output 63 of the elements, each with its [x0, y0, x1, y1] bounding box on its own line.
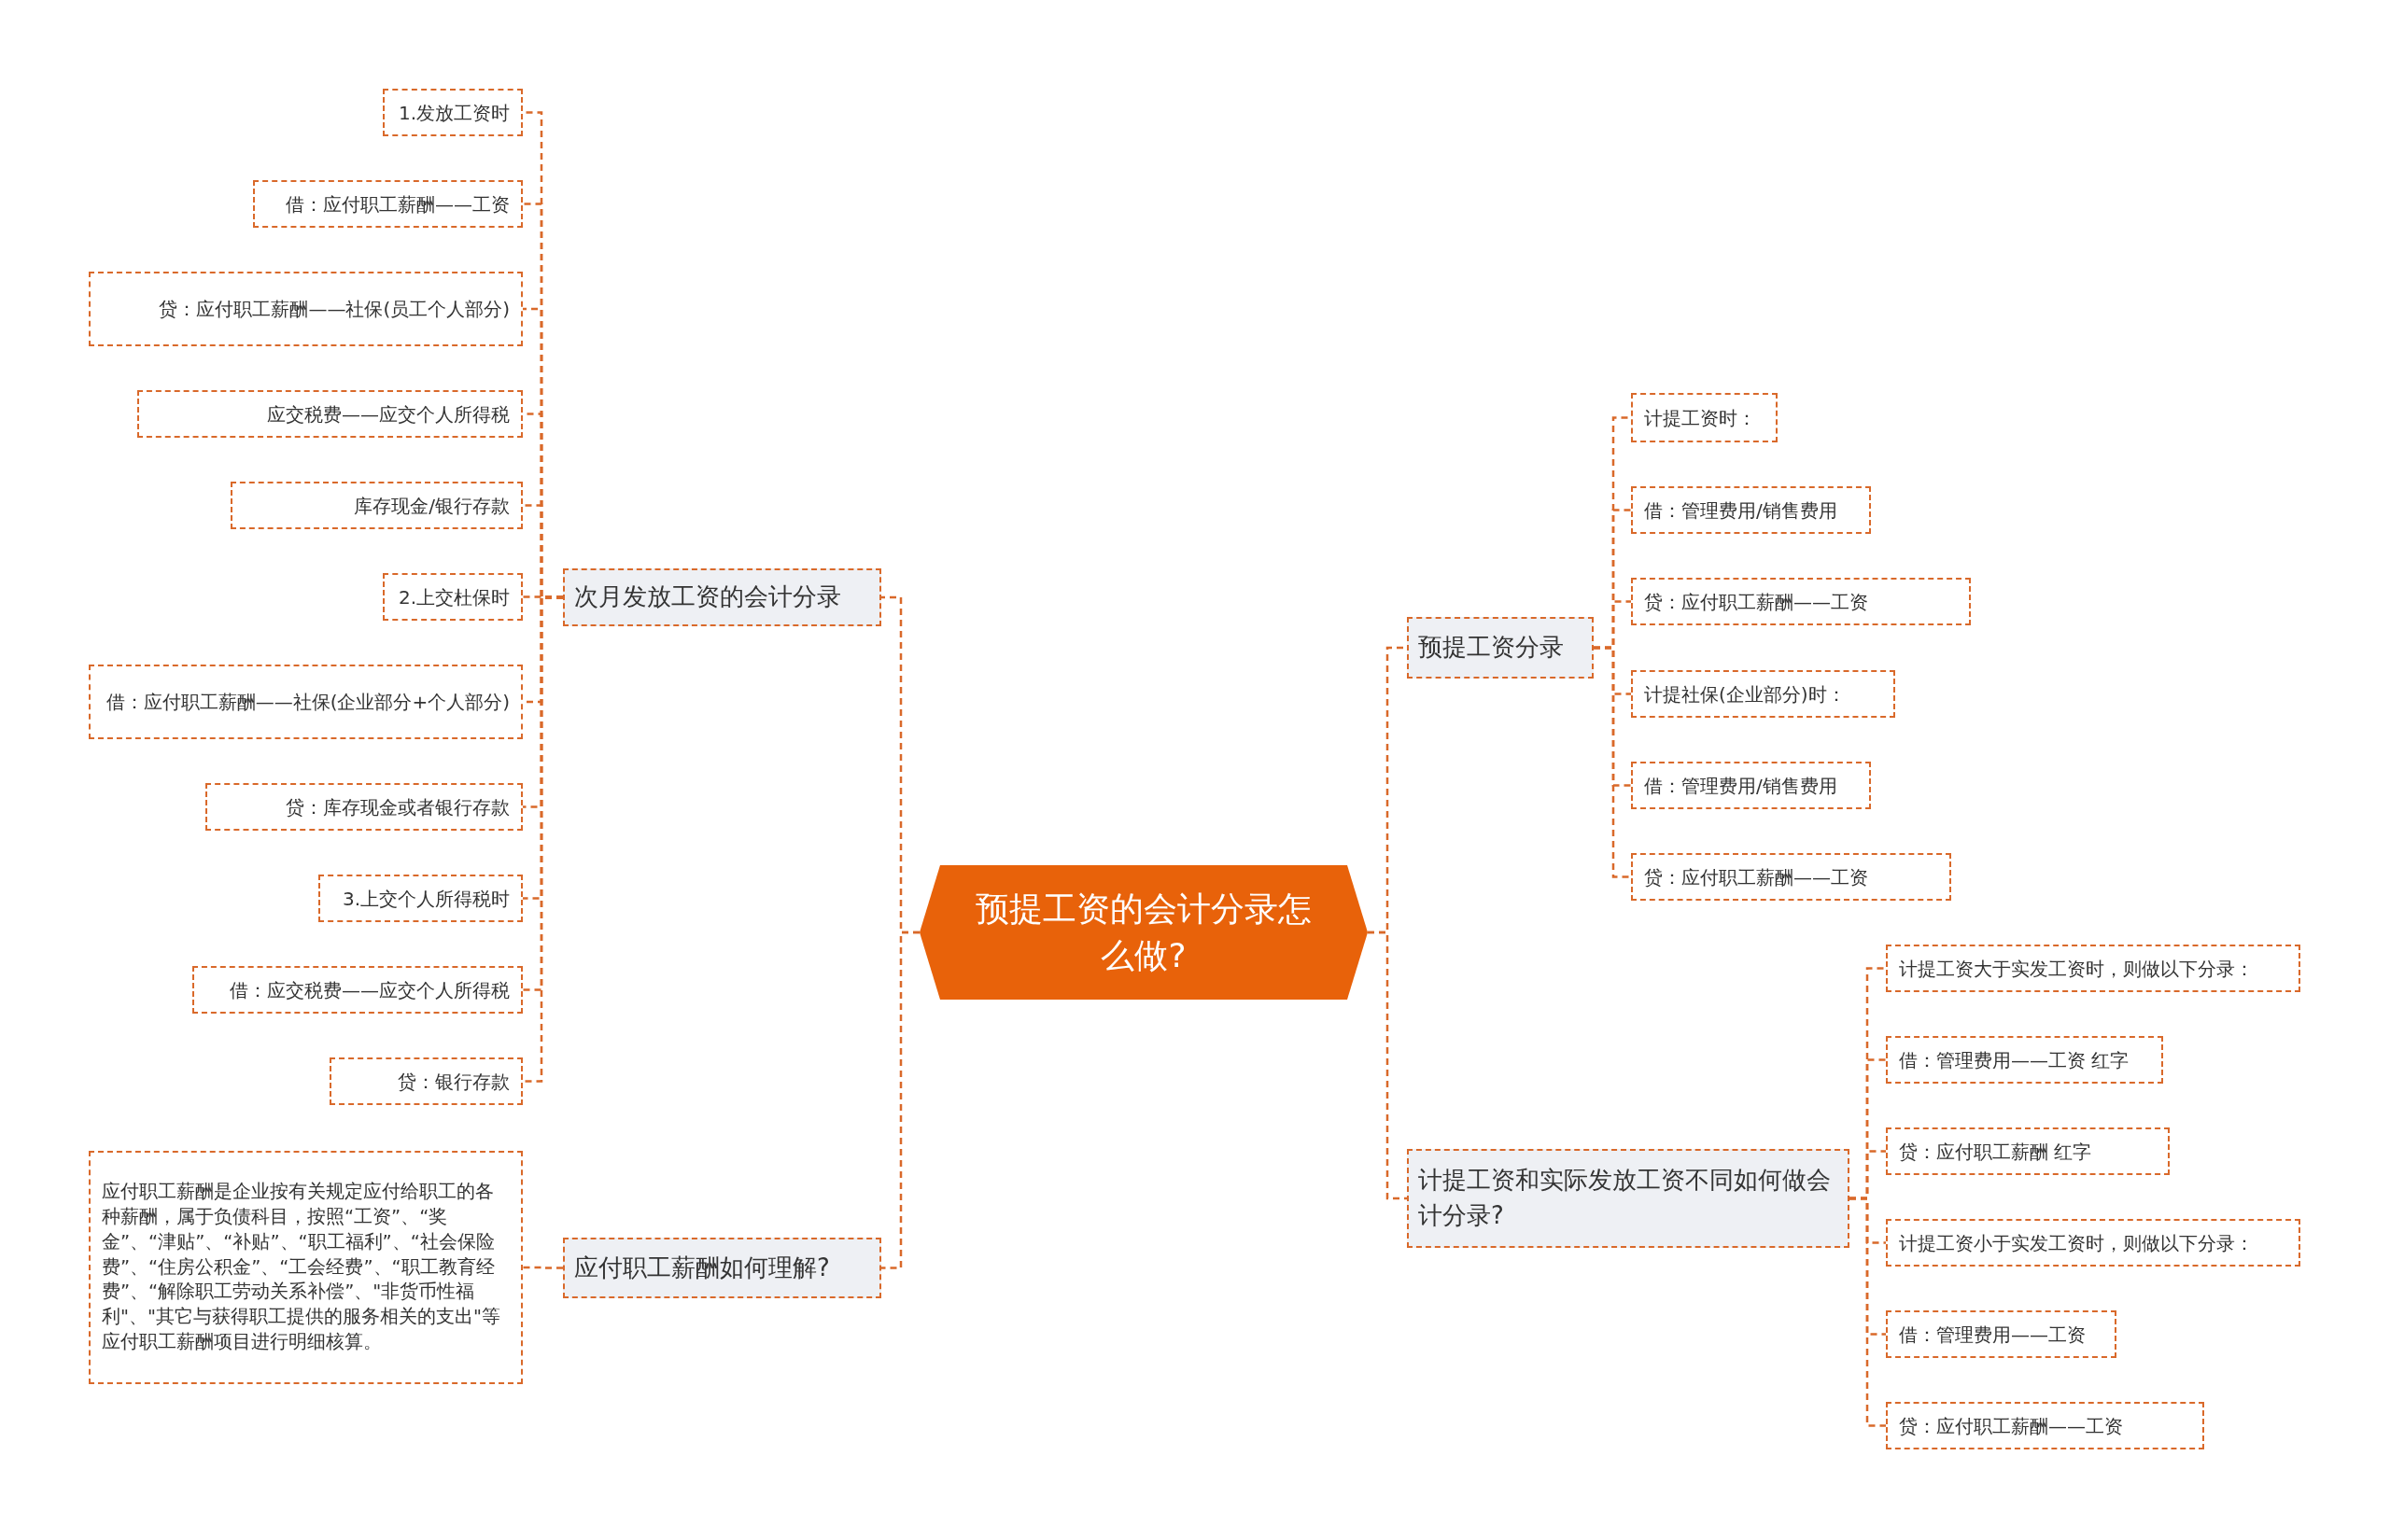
subtopic-text: 贷：应付职工薪酬——工资 — [1899, 1413, 2123, 1439]
subtopic-text: 借：应付职工薪酬——工资 — [286, 191, 510, 217]
subtopic-text: 贷：库存现金或者银行存款 — [286, 794, 510, 820]
subtopic-box — [205, 783, 523, 831]
subtopic-box — [1886, 1127, 2170, 1175]
subtopic-box — [89, 665, 523, 739]
subtopic-box — [137, 390, 523, 438]
subtopic-text: 贷：应付职工薪酬——工资 — [1644, 864, 1868, 890]
subtopic-box — [1631, 393, 1778, 442]
central-topic-text: 预提工资的会计分录怎么做? — [976, 888, 1312, 976]
connector-line — [523, 1266, 563, 1269]
subtopic-text: 贷：应付职工薪酬——社保(员工个人部分) — [159, 297, 510, 322]
topic-text: 计提工资和实际发放工资不同如何做会计分录? — [1418, 1165, 1832, 1231]
topic-box — [1407, 617, 1594, 679]
subtopic-text: 计提工资大于实发工资时，则做以下分录： — [1899, 956, 2254, 982]
topic-box — [1407, 1149, 1849, 1248]
subtopic-text: 应交税费——应交个人所得税 — [267, 401, 510, 427]
topic-box — [563, 1238, 881, 1298]
connector-line — [881, 931, 920, 1269]
subtopic-box — [89, 1151, 523, 1384]
subtopic-box — [318, 875, 523, 922]
subtopic-box — [1631, 486, 1871, 534]
subtopic-text: 借：管理费用——工资 红字 — [1899, 1047, 2130, 1073]
topic-text: 预提工资分录 — [1418, 632, 1564, 664]
subtopic-text: 计提社保(企业部分)时： — [1644, 681, 1846, 707]
subtopic-box — [383, 573, 523, 621]
subtopic-text: 计提工资时： — [1644, 405, 1756, 431]
subtopic-box — [89, 272, 523, 346]
subtopic-box — [383, 89, 523, 136]
subtopic-text: 1.发放工资时 — [398, 100, 510, 126]
subtopic-box — [1631, 578, 1971, 625]
subtopic-text: 贷：应付职工薪酬 红字 — [1899, 1139, 2092, 1165]
subtopic-text: 借：管理费用/销售费用 — [1644, 497, 1837, 524]
subtopic-text: 贷：银行存款 — [398, 1069, 510, 1095]
subtopic-text: 库存现金/银行存款 — [354, 493, 510, 519]
connector-line — [1849, 1197, 1886, 1427]
subtopic-box — [192, 966, 523, 1014]
subtopic-text: 2.上交杜保时 — [398, 584, 510, 610]
subtopic-text: 借：管理费用——工资 — [1899, 1322, 2086, 1348]
subtopic-text: 借：管理费用/销售费用 — [1644, 773, 1837, 799]
central-topic-hexagon — [920, 865, 1368, 1000]
subtopic-box — [330, 1057, 523, 1105]
subtopic-box — [1886, 1310, 2116, 1358]
subtopic-box — [1631, 762, 1871, 809]
connector-line — [1594, 646, 1631, 878]
connector-line — [1368, 931, 1407, 1200]
subtopic-box — [1631, 670, 1895, 718]
subtopic-text: 3.上交个人所得税时 — [342, 886, 510, 912]
subtopic-text: 借：应付职工薪酬——社保(企业部分+个人部分) — [105, 690, 510, 715]
subtopic-box — [1886, 1402, 2204, 1449]
subtopic-box — [231, 482, 523, 529]
topic-text: 应付职工薪酬如何理解? — [574, 1252, 830, 1283]
subtopic-box — [1886, 1036, 2163, 1084]
topic-text: 次月发放工资的会计分录 — [574, 581, 841, 613]
subtopic-box — [1886, 945, 2300, 992]
subtopic-text: 借：应交税费——应交个人所得税 — [230, 977, 510, 1003]
subtopic-box — [1631, 853, 1951, 901]
subtopic-box — [253, 180, 523, 228]
subtopic-text: 计提工资小于实发工资时，则做以下分录： — [1899, 1230, 2254, 1256]
paragraph-text: 应付职工薪酬是企业按有关规定应付给职工的各种薪酬，属于负债科目，按照“工资”、“奖金”、“津贴”、“补贴”、“职工福利”、“社会保险费”、“住房公积金”、“工会经费”、“职工教育经费”、“解除职工劳动关系补偿”、"非货币性福利"、"其它与获得职工提供的服务相关的支出"等应付职工薪酬项目进行明细核算。 — [102, 1179, 501, 1355]
topic-box — [563, 568, 881, 626]
subtopic-box — [1886, 1219, 2300, 1267]
subtopic-text: 贷：应付职工薪酬——工资 — [1644, 589, 1868, 615]
